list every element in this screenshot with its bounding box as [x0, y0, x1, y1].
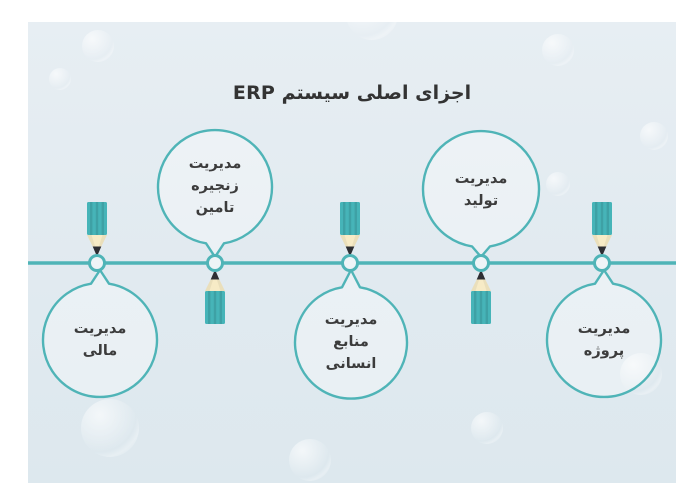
- timeline-node-icon: [88, 254, 106, 272]
- pencil-icon: [340, 202, 360, 257]
- timeline-node-icon: [472, 254, 490, 272]
- diagram-panel: [28, 22, 676, 483]
- bubble-label-human-resources: مدیریت منابع انسانی: [324, 312, 378, 373]
- page-title: اجزای اصلی سیستم ERP: [232, 82, 472, 104]
- soap-bubble-icon: [346, 22, 398, 40]
- bubble-finance: [41, 269, 159, 399]
- bubble-label-supply-chain: مدیریت زنجیره تامین: [188, 156, 242, 217]
- bubble-label-finance: مدیریت مالی: [73, 321, 127, 360]
- bubble-project: [545, 269, 663, 399]
- timeline-node-icon: [206, 254, 224, 272]
- bubble-label-production: مدیریت تولید: [454, 171, 508, 210]
- soap-bubble-icon: [471, 412, 503, 444]
- timeline-node-icon: [593, 254, 611, 272]
- soap-bubble-icon: [640, 122, 668, 150]
- soap-bubble-icon: [289, 439, 331, 481]
- timeline-node-icon: [341, 254, 359, 272]
- soap-bubble-icon: [82, 30, 114, 62]
- pencil-icon: [87, 202, 107, 257]
- bubble-label-project: مدیریت پروژه: [577, 321, 631, 360]
- pencil-icon: [471, 269, 491, 324]
- bubble-production: [421, 129, 541, 258]
- soap-bubble-icon: [542, 34, 574, 66]
- bubble-supply-chain: [156, 128, 274, 258]
- pencil-icon: [205, 269, 225, 324]
- pencil-icon: [592, 202, 612, 257]
- soap-bubble-icon: [546, 172, 570, 196]
- soap-bubble-icon: [49, 68, 71, 90]
- bubble-human-resources: [293, 269, 409, 400]
- soap-bubble-icon: [81, 399, 139, 457]
- soap-bubble-icon: [620, 353, 662, 395]
